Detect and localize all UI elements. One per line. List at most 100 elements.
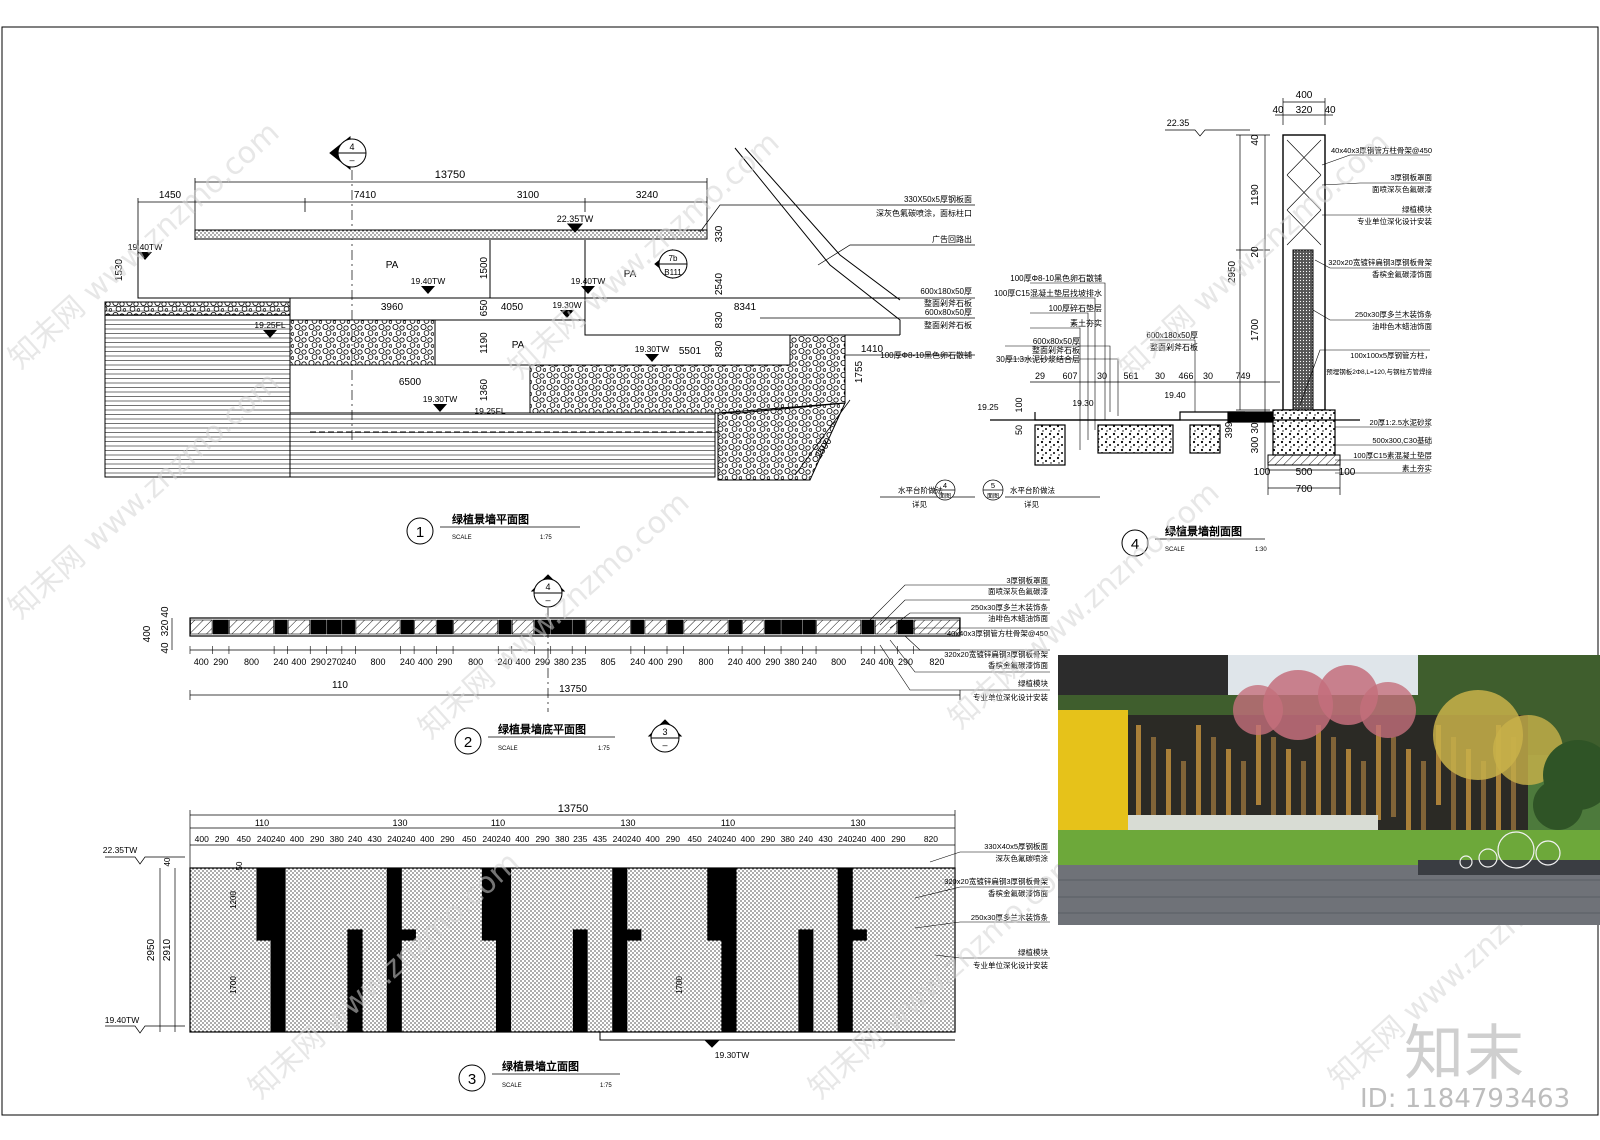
section-left-annot-3: 素土夯实: [1070, 318, 1102, 328]
render-slat: [1466, 749, 1471, 844]
elevation-ground-line: [190, 1031, 955, 1041]
section-right-annot-6: 香槟金氟碳漆饰面: [1372, 269, 1432, 279]
base-plan-width-label: 270: [327, 657, 342, 667]
base-plan-module: [287, 619, 311, 635]
elevation-width-label: 400: [646, 834, 660, 844]
base-plan-module: [326, 619, 342, 635]
base-plan-width-label: 400: [879, 657, 894, 667]
render-slat: [1166, 749, 1171, 829]
section-right-annot-11: 20厚1:2.5水泥砂浆: [1369, 417, 1432, 427]
elevation-annot-3: 香槟金氟碳漆饰面: [988, 888, 1048, 898]
section-top-dim-0: 400: [1296, 90, 1313, 101]
section-height-2950: 2950: [1227, 260, 1238, 283]
section-scale: 1:30: [1255, 547, 1267, 553]
base-plan-width-label: 400: [291, 657, 306, 667]
render-slat: [1421, 761, 1426, 856]
base-plan-width-label: 235: [571, 657, 586, 667]
plan-wood-deck-bottom: [289, 412, 716, 478]
section-step-dim-3: 561: [1123, 371, 1138, 381]
plan-pebble-bed-3: [717, 402, 846, 481]
base-plan-elev-top: 3: [662, 727, 667, 737]
elevation-wall: [189, 867, 956, 1033]
elevation-width-label: 435: [593, 834, 607, 844]
section-height-1190: 1190: [1250, 184, 1261, 206]
plan-legend: [880, 479, 1100, 501]
section-height-20: 20: [1250, 246, 1261, 258]
elevation-width-label: 290: [215, 834, 229, 844]
elevation-slat: [256, 867, 272, 941]
base-plan-width-label: 240: [802, 657, 817, 667]
svg-text:650: 650: [479, 299, 490, 316]
elevation-annot-1: 深灰色氟碳喷涂: [996, 853, 1049, 863]
base-plan-width-label: 400: [648, 657, 663, 667]
elevation-width-label: 400: [741, 834, 755, 844]
plan-pebble-bed-2: [529, 334, 846, 414]
svg-text:19.25FL: 19.25FL: [254, 320, 285, 330]
elevation-ground-level: 19.30TW: [715, 1050, 750, 1060]
plan-zone-labels: PA PA PA: [386, 260, 637, 351]
elevation-slat: [270, 867, 286, 1033]
base-plan-module: [453, 619, 499, 635]
elevation-width-label: 240: [387, 834, 401, 844]
elevation-slat: [798, 929, 814, 1033]
elevation-width-label: 235: [573, 834, 587, 844]
section-step-dim-1: 607: [1062, 371, 1077, 381]
base-plan-module: [631, 619, 645, 635]
image-id: ID: 1184793463: [1360, 1084, 1571, 1114]
base-plan-module: [534, 619, 551, 635]
base-plan-side-dim-2: 320: [160, 619, 171, 636]
plan-pebble-strip-top: [104, 301, 291, 316]
elevation-slat: [400, 929, 416, 941]
base-plan-wall-outline: [189, 617, 961, 637]
base-plan-module: [913, 619, 960, 635]
section-left-annot-2: 100厚碎石垫层: [1049, 303, 1102, 313]
base-plan-annot-8: 专业单位深化设计安装: [973, 692, 1048, 702]
svg-text:19.30W: 19.30W: [552, 300, 581, 310]
base-plan-module: [728, 619, 742, 635]
elevation-width-label: 240: [482, 834, 496, 844]
base-plan-width-label: 290: [311, 657, 326, 667]
render-slat: [1511, 737, 1516, 832]
elevation-title: 绿植景墙立面图: [502, 1059, 579, 1073]
base-plan-side-dim-3: 40: [160, 606, 171, 618]
section-height-30: 30: [1250, 422, 1261, 434]
elevation-annot-4: 250x30厚多兰木装饰条: [971, 912, 1049, 922]
section-right-annot-5: 320x20宽镀锌扁钢3厚钢板骨架: [1328, 257, 1432, 267]
base-plan-width-label: 240: [400, 657, 415, 667]
render-slat: [1211, 737, 1216, 817]
svg-text:19.40TW: 19.40TW: [571, 276, 606, 286]
render-slat: [1316, 725, 1321, 835]
section-footing: [1272, 409, 1336, 456]
section-right-annot-0: 40x40x3厚钢管方柱骨架@450: [1331, 145, 1432, 155]
elevation-group-label: 110: [491, 818, 505, 828]
elevation-total: 13750: [558, 803, 589, 815]
base-plan-width-label: 820: [929, 657, 944, 667]
section-step-dim-7: 749: [1235, 371, 1250, 381]
section-height-1700: 1700: [1250, 318, 1261, 341]
base-plan-annot-5: 320x20宽镀锌扁钢3厚钢板骨架: [944, 649, 1048, 659]
svg-text:1500: 1500: [479, 256, 490, 279]
svg-text:600x180x50厚: 600x180x50厚: [920, 287, 972, 296]
base-plan-width-label: 400: [418, 657, 433, 667]
elevation-width-label: 400: [195, 834, 209, 844]
elevation-small-40: 40: [163, 857, 172, 866]
base-plan-width-label: 290: [668, 657, 683, 667]
plan-dimensions: [137, 178, 708, 240]
render-slat: [1241, 761, 1246, 856]
elevation-group-label: 130: [620, 818, 635, 828]
elevation-annot-0: 330X40x5厚钢板面: [984, 841, 1048, 851]
base-plan-module: [874, 619, 898, 635]
section-left-annot-1: 100厚C15混凝土垫层找坡排水: [994, 288, 1102, 298]
elevation-annot-2: 320x20宽镀锌扁钢3厚钢板骨架: [944, 876, 1048, 886]
elevation-group-label: 110: [255, 818, 269, 828]
elevation-annot-6: 专业单位深化设计安装: [973, 960, 1048, 970]
section-right-annot-8: 油啡色木蜡油饰面: [1372, 321, 1432, 331]
base-plan-width-label: 290: [535, 657, 550, 667]
elevation-scale-label: SCALE: [502, 1083, 522, 1089]
elevation-group-label: 130: [850, 818, 865, 828]
elevation-width-label: 820: [924, 834, 938, 844]
elevation-width-label: 240: [799, 834, 813, 844]
legend-b-bot: 面图: [987, 493, 999, 500]
section-top-dim-1: 40: [1272, 105, 1284, 116]
